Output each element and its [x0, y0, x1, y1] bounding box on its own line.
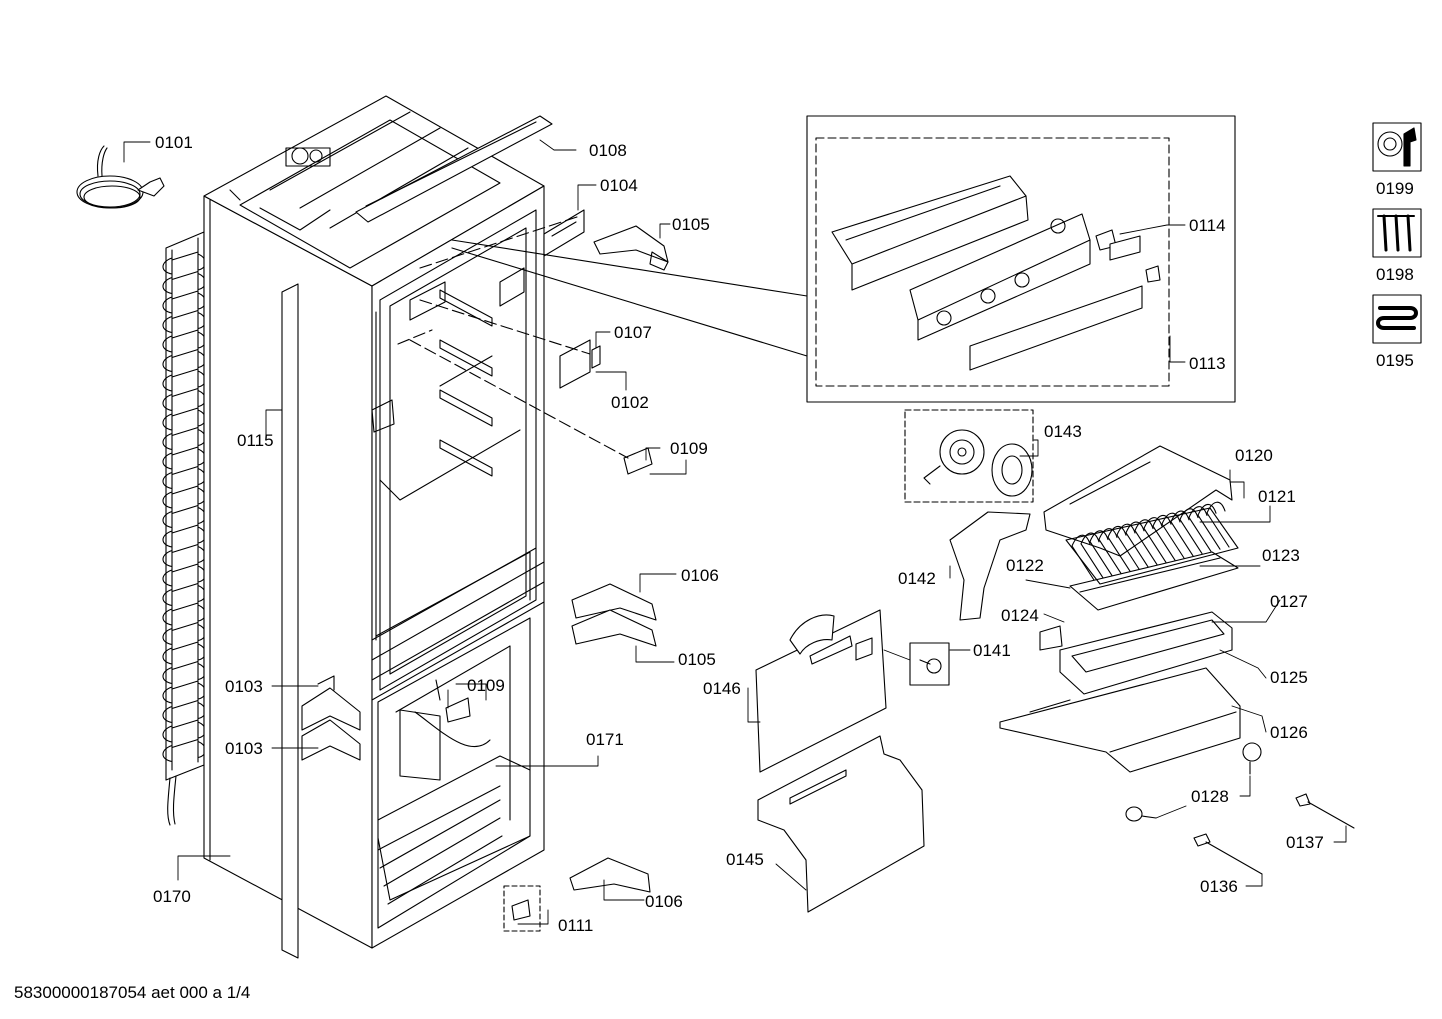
- evaporator-coil: [1065, 501, 1239, 585]
- electronics-detail-callout: [451, 115, 1236, 403]
- part-label-0101: 0101: [155, 133, 193, 152]
- part-label-0103-bottom: 0103: [225, 739, 263, 758]
- part-0104: [543, 209, 585, 257]
- drawing-reference-footer: 58300000187054 aet 000 a 1/4: [14, 983, 251, 1002]
- part-label-0105-top: 0105: [672, 215, 710, 234]
- part-label-0136: 0136: [1200, 877, 1238, 896]
- hinge-0105-top: [593, 225, 669, 271]
- cover-panel: [757, 735, 925, 913]
- part-label-0123: 0123: [1262, 546, 1300, 565]
- drain-tray: [999, 611, 1241, 773]
- part-label-0125: 0125: [1270, 668, 1308, 687]
- door-seal-strip: [281, 283, 299, 959]
- leader-lines: [123, 139, 1347, 925]
- air-duct: [949, 511, 1031, 621]
- hinge-0106-bottom: [569, 857, 651, 893]
- part-0111: [503, 885, 541, 932]
- part-label-0115: 0115: [237, 431, 274, 450]
- part-0109-top: [623, 447, 653, 475]
- nut-wrench-icon: [1373, 123, 1421, 171]
- condenser-coil: [162, 231, 207, 826]
- part-label-0121: 0121: [1258, 487, 1296, 506]
- power-cord: [76, 145, 165, 209]
- part-label-0126: 0126: [1270, 723, 1308, 742]
- side-icon-boxes: [1372, 122, 1422, 344]
- part-label-0170: 0170: [153, 887, 191, 906]
- part-label-0106-bottom: 0106: [645, 892, 683, 911]
- part-label-0171: 0171: [586, 730, 624, 749]
- sensors: [1125, 742, 1355, 875]
- part-label-0141: 0141: [973, 641, 1011, 660]
- part-label-0145: 0145: [726, 850, 764, 869]
- hinges-0106-0105: [571, 583, 657, 647]
- part-0109-bottom: [435, 679, 471, 723]
- part-label-0146: 0146: [703, 679, 741, 698]
- part-label-0111: 0111: [558, 916, 594, 935]
- cabinet: [203, 95, 553, 949]
- part-label-0137: 0137: [1286, 833, 1324, 852]
- part-label-0143: 0143: [1044, 422, 1082, 441]
- part-label-0103-top: 0103: [225, 677, 263, 696]
- evaporator-cover: [1043, 445, 1233, 557]
- part-label-0109-bottom: 0109: [467, 676, 505, 695]
- part-label-0105-bottom: 0105: [678, 650, 716, 669]
- part-label-0124: 0124: [1001, 606, 1039, 625]
- part-label-0109-top: 0109: [670, 439, 708, 458]
- mounting-plate: [755, 609, 887, 773]
- screws-icon: [1373, 209, 1421, 257]
- part-label-0128: 0128: [1191, 787, 1229, 806]
- side-icon-label-0195: 0195: [1376, 351, 1414, 370]
- side-icon-label-0199: 0199: [1376, 179, 1414, 198]
- part-label-0114: 0114: [1189, 216, 1226, 235]
- fan-assembly: [904, 409, 1034, 503]
- part-label-0104: 0104: [600, 176, 638, 195]
- part-label-0122: 0122: [1006, 556, 1044, 575]
- side-icon-label-0198: 0198: [1376, 265, 1414, 284]
- part-label-0102: 0102: [611, 393, 649, 412]
- lower-hinges: [301, 675, 361, 761]
- heater-0123: [1069, 551, 1239, 611]
- part-label-0127: 0127: [1270, 592, 1308, 611]
- part-label-0107: 0107: [614, 323, 652, 342]
- part-0107-0102: [559, 339, 601, 389]
- part-label-0120: 0120: [1235, 446, 1273, 465]
- part-label-0142: 0142: [898, 569, 936, 588]
- part-label-0108: 0108: [589, 141, 627, 160]
- assembly-lines: [397, 215, 629, 459]
- part-label-0106-top: 0106: [681, 566, 719, 585]
- screw-0141: [909, 642, 950, 686]
- tube-coil-icon: [1373, 295, 1421, 343]
- part-label-0113: 0113: [1189, 354, 1226, 373]
